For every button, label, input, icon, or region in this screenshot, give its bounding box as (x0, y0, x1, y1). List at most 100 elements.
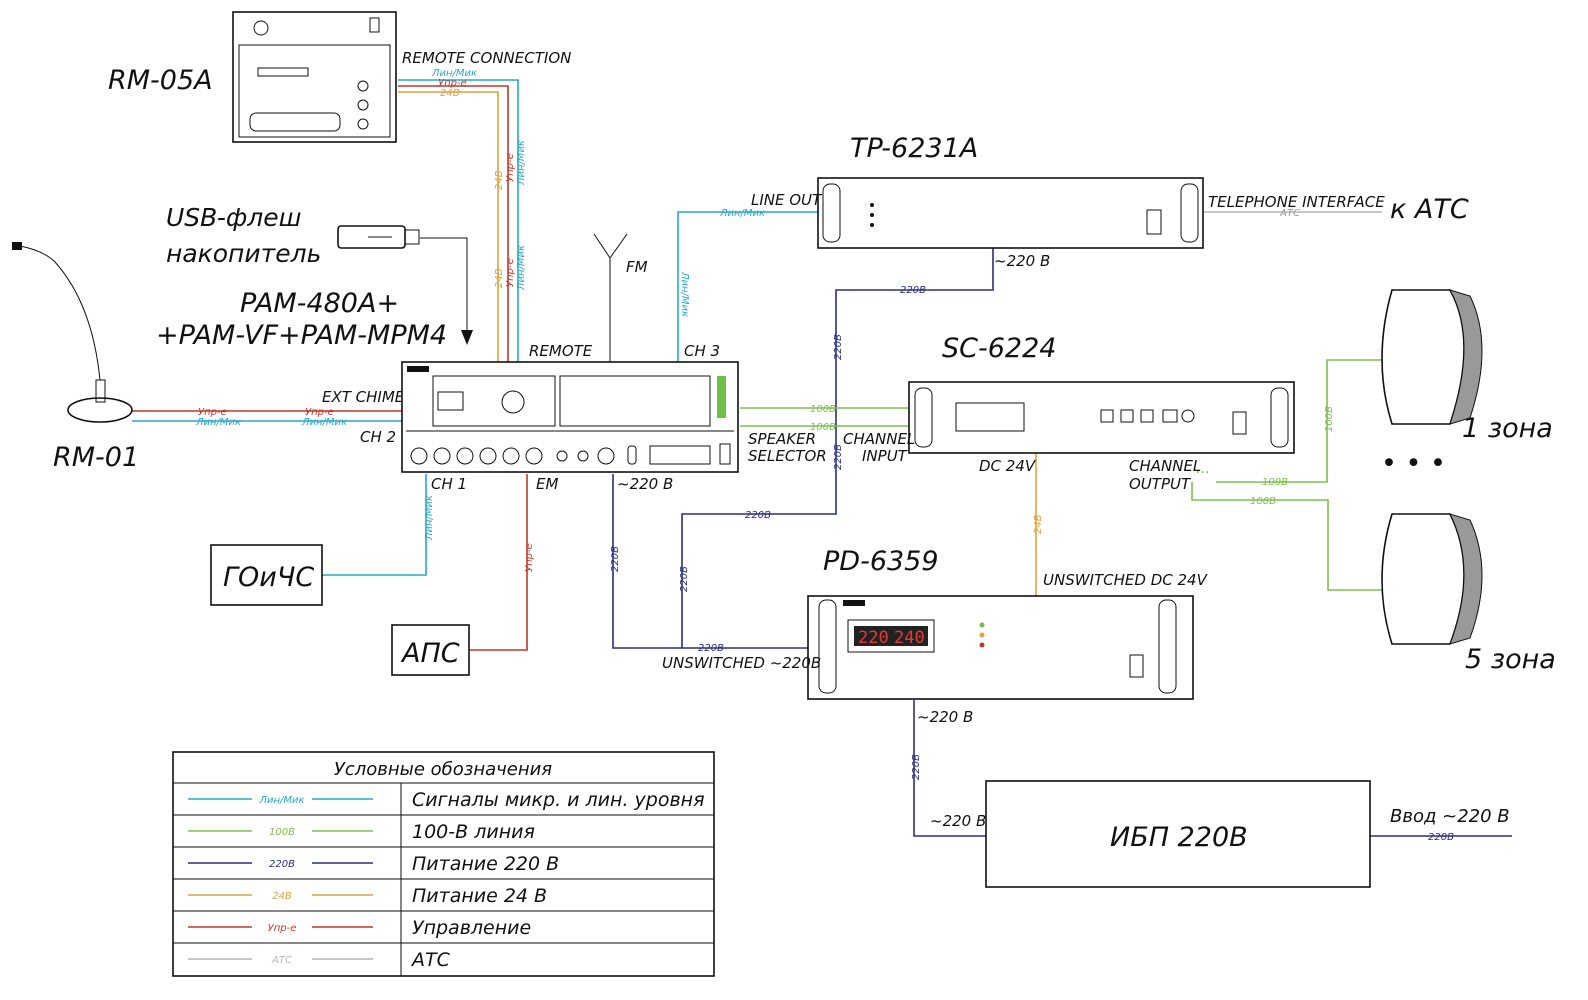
vlabel-lin-3: Лин/Мик (679, 271, 690, 317)
knob-5 (502, 447, 520, 465)
pd6359-display (854, 626, 928, 646)
vlabel-upr-1: Упр-е (505, 153, 516, 182)
vlabel-lin-goichs: Лин/Мик (424, 495, 435, 541)
speaker-zone1-grille (1448, 289, 1483, 425)
legend-swatch-label: Лин/Мик (258, 795, 304, 806)
pd6359-display-right: 240 (894, 628, 925, 648)
legend-swatch-label-bg (252, 921, 312, 933)
vlabel-220-3: 220В (610, 546, 621, 572)
antenna-arm-left (593, 233, 611, 259)
usb-arrow-head (461, 330, 473, 345)
wire-pam-tp-lineout (677, 211, 818, 362)
legend-description: Сигналы микр. и лин. уровня (412, 789, 705, 811)
tp6231a-led-1 (870, 203, 874, 207)
pd6359-display-left: 220 (858, 628, 889, 648)
legend-swatch-label-bg (252, 857, 312, 869)
pd6359-led-overload (979, 642, 985, 648)
legend-title: Условные обозначения (334, 759, 552, 780)
aps-box (391, 624, 470, 676)
knob-3 (456, 447, 474, 465)
wire-label-lin-rm01-a: Лин/Мик (195, 417, 241, 428)
usb-arrow-line (420, 237, 468, 335)
rm05a-display (257, 67, 309, 77)
knob-1 (410, 447, 428, 465)
legend-description: АТС (410, 949, 451, 971)
usb-plug (404, 229, 420, 245)
rm01-microphone (12, 242, 133, 423)
sc6224-btn-3 (1140, 409, 1154, 423)
ups-input-label: Ввод ~220 В (1390, 806, 1510, 827)
dc24v-label: DC 24V (979, 457, 1037, 475)
vlabel-220-1: 220В (833, 334, 844, 360)
zones-ellipsis: • • • (1381, 448, 1446, 479)
legend-swatch-label: 24В (272, 891, 292, 902)
vlabel-24-sc: 24В (1033, 514, 1044, 534)
fm-antenna (593, 233, 628, 362)
wire-label-220-input: 220В (1428, 832, 1454, 843)
unswitched-dc-label: UNSWITCHED DC 24V (1043, 571, 1209, 589)
rm01-stem (95, 379, 106, 403)
wire-label-100-d: 100В (1250, 496, 1276, 507)
pam480a-body (401, 361, 739, 473)
sc6224-handle-right (1270, 387, 1289, 448)
pd6359-body (807, 595, 1194, 700)
wire-rm05a-24v (398, 91, 499, 362)
speaker-selector-label-1: SPEAKER (748, 430, 816, 448)
pam480a-player-wheel (501, 390, 525, 414)
knob-4 (479, 447, 497, 465)
pam480a-logo (407, 366, 429, 372)
tp6231a-handle-left (822, 183, 841, 243)
legend: Условные обозначения Лин/Мик Сигналы микр… (172, 751, 715, 977)
ch1-label: CH 1 (431, 475, 467, 493)
pam-ac220-label: ~220 B (617, 475, 673, 493)
channel-output-dots: ... (1196, 459, 1210, 477)
antenna-arm-right (609, 233, 628, 259)
pam-label-line2: +PAM-VF+PAM-MPM4 (156, 320, 447, 351)
pd6359-power-switch (1129, 654, 1144, 678)
wire-rm05a-upr (398, 85, 509, 362)
pd-ac220-label: ~220 B (917, 708, 973, 726)
legend-description: 100-В линия (412, 821, 535, 843)
wire-label-lin-rm01-b: Лин/Мик (301, 417, 347, 428)
to-ats-label: к АТС (1390, 194, 1469, 225)
sc6224-btn-1 (1100, 409, 1114, 423)
pd6359-device: 220 240 (807, 595, 1194, 700)
channel-input-label-1: CHANNEL (843, 430, 915, 448)
rm05a-mic-socket (253, 20, 269, 36)
rm05a-device (232, 11, 397, 143)
pd6359-led-dc (979, 632, 985, 638)
pd6359-logo (843, 600, 865, 606)
rm01-capsule (12, 242, 22, 250)
speaker-zone1 (1381, 289, 1483, 425)
knob-8 (577, 450, 589, 462)
rm05a-panel (238, 44, 391, 138)
wire-label-24v: 24В (440, 88, 460, 99)
channel-output-label-2: OUTPUT (1129, 475, 1192, 493)
ch2-label: CH 2 (360, 428, 396, 446)
rm01-label: RM-01 (53, 442, 139, 473)
ch3-label: CH 3 (684, 342, 720, 360)
wire-label-220-mid: 220В (745, 510, 771, 521)
ups-ac220-label: ~220 B (930, 812, 986, 830)
zone1-label: 1 зона (1462, 413, 1553, 444)
legend-swatch-label-bg (252, 825, 312, 837)
fm-label: FM (626, 258, 648, 276)
rm05a-knob-3 (357, 118, 369, 130)
telephone-interface-label: TELEPHONE INTERFACE (1208, 193, 1385, 211)
wire-label-220-tp: 220В (900, 285, 926, 296)
sc6224-handle-left (914, 387, 933, 448)
tp6231a-label: TP-6231A (850, 133, 978, 164)
rm01-gooseneck (19, 245, 101, 381)
wire-pam-power (612, 474, 808, 649)
goichs-label: ГОиЧС (223, 562, 314, 593)
ext-chime-label: EXT CHIME (322, 388, 405, 406)
channel-output-label-1: CHANNEL (1129, 457, 1201, 475)
pd6359-led-ac (979, 622, 985, 628)
knob-2 (433, 447, 451, 465)
vlabel-24-1: 24В (494, 170, 505, 190)
tp6231a-power-switch (1146, 209, 1162, 235)
wire-labels: Лин/Мик Упр-е 24В Лин/Мик АТС 220В 220В … (195, 68, 1454, 843)
vlabel-upr-aps: Упр-е (524, 543, 535, 572)
tp6231a-led-3 (870, 223, 874, 227)
